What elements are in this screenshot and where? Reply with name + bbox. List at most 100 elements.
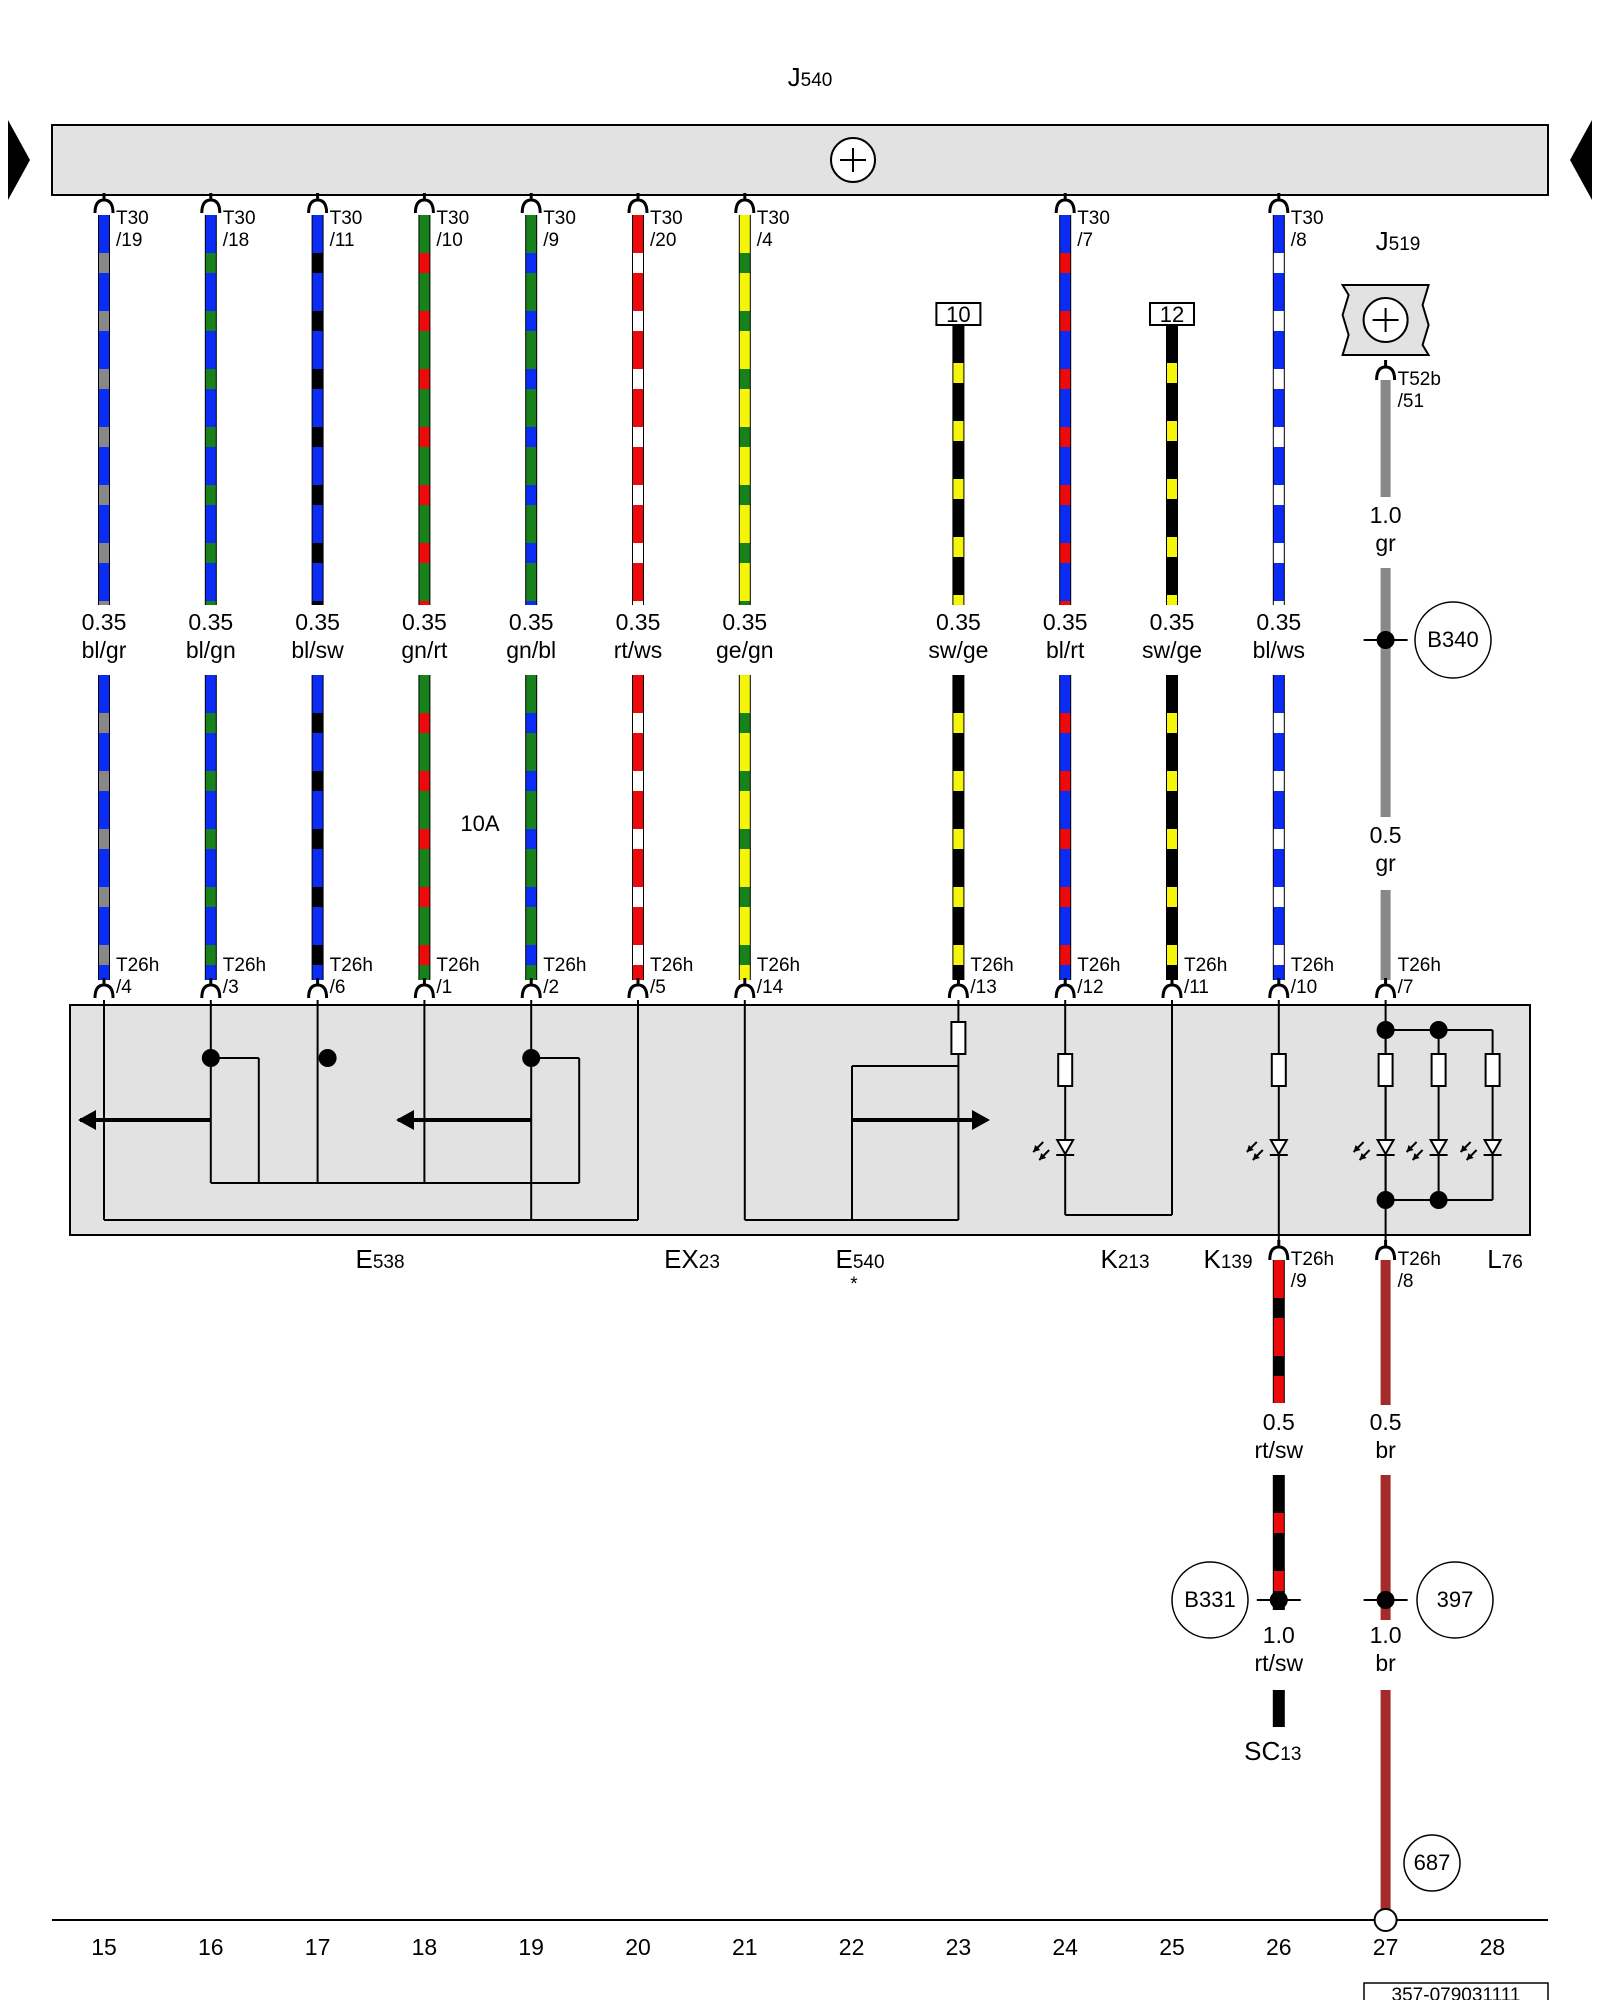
wire-col25-upper-segment — [1167, 557, 1177, 595]
wire-col16-upper-segment — [205, 505, 216, 543]
wire-col18-upper-segment — [419, 485, 430, 505]
wire-col16-bottom-connector-cup — [200, 983, 222, 999]
wire-col26-upper-segment — [1273, 311, 1284, 331]
wire-col15-lower-segment — [99, 675, 109, 713]
wire-col20-lower-segment — [633, 791, 643, 829]
l76-led-2-triangle — [1482, 1139, 1503, 1157]
wire-col17-lower — [311, 675, 324, 980]
wire-col18-bottom-connector — [413, 978, 435, 999]
wire-col16-lower-segment — [205, 829, 216, 849]
wire-col24-lower — [1059, 675, 1072, 980]
687-marker-text: 687 — [1414, 1850, 1451, 1875]
wire-col20-upper-segment — [633, 485, 643, 505]
module-j540-label: J540 — [788, 62, 833, 92]
wire-col21-top-connector-cup — [734, 198, 756, 214]
wire-col16-top-connector — [200, 193, 222, 214]
wire-col15-bottom-connector-cup — [93, 983, 115, 999]
wire-col25-upper-segment — [1167, 441, 1177, 479]
wire-col18-upper-segment — [419, 427, 430, 447]
out27-wire1 — [1380, 1260, 1391, 1405]
wire-col24-upper — [1059, 215, 1072, 605]
wire-col21-lower-segment — [739, 771, 750, 791]
wire-col20-lower-segment — [633, 713, 643, 733]
wire-col17-upper — [311, 215, 324, 605]
wire-col15-lower-segment — [99, 887, 109, 907]
wire-col15-lower-segment — [99, 945, 109, 965]
wire-col26-upper-segment — [1273, 563, 1284, 601]
component-label-0-main: E — [355, 1244, 372, 1274]
wire-col18-color: gn/rt — [401, 637, 448, 663]
column-number-27: 27 — [1373, 1934, 1399, 1960]
column-number-16: 16 — [198, 1934, 224, 1960]
wire-col23-lower-segment — [953, 791, 964, 829]
wire-col15-color: bl/gr — [82, 637, 127, 663]
column-number-28: 28 — [1480, 1934, 1506, 1960]
wire-col25-ref: 12 — [1160, 302, 1184, 327]
j540-bus-bar — [51, 124, 1549, 196]
ground-point-687 — [1373, 1908, 1398, 1932]
b340-marker-text: B340 — [1427, 627, 1478, 652]
wire-col18-bottom-pin: T26h — [436, 955, 479, 976]
wire-col26-lower-segment — [1273, 733, 1284, 771]
k213-led-arrow1 — [1033, 1145, 1041, 1152]
wire-col17-top-connector — [307, 193, 329, 214]
wire-col25-upper-segment — [1167, 421, 1177, 441]
wire-col26-lower-segment — [1273, 713, 1284, 733]
e538-node-0 — [201, 1049, 220, 1067]
wire-col21-lower — [738, 675, 751, 980]
wire-col19-lower-segment — [526, 887, 537, 907]
l76-resistor-0 — [1377, 1053, 1394, 1087]
wire-col21-upper-segment — [739, 389, 750, 427]
sc13-label-main: SC — [1244, 1736, 1280, 1766]
wire-col16-upper-segment — [205, 311, 216, 331]
wire-col19-upper-segment — [526, 311, 537, 331]
wire-col19-upper-segment — [526, 331, 537, 369]
wire-col26-lower-segment — [1273, 829, 1284, 849]
wire-col23-lower-segment — [953, 887, 964, 907]
col27-bottom-connector — [1375, 978, 1397, 999]
l76-led-0-triangle — [1375, 1139, 1396, 1157]
wire-col21-lower-segment — [739, 849, 750, 887]
component-label-3: K213 — [1100, 1244, 1149, 1274]
wire-col26-upper-segment — [1273, 485, 1284, 505]
wire-col18-upper-segment — [419, 311, 430, 331]
wire-col18-bottom-pin-no: /1 — [436, 977, 452, 998]
wire-col15-lower — [98, 675, 110, 980]
wire-col16-upper-segment — [205, 543, 216, 563]
module-j540-label-sub: 540 — [801, 70, 833, 91]
wire-col18-lower-segment — [419, 733, 430, 771]
wire-col21-bottom-pin: T26h — [757, 955, 800, 976]
column-number-15: 15 — [91, 1934, 117, 1960]
out27-pin: T26h — [1398, 1249, 1441, 1270]
wire-col19-lower — [525, 675, 538, 980]
col27-upper-wire — [1380, 380, 1391, 497]
out27-pin-no: /8 — [1398, 1271, 1414, 1292]
wire-col15-top-pin: T30 — [116, 208, 149, 229]
wire-col17-upper-segment — [312, 563, 323, 601]
wire-col19-upper — [525, 215, 538, 605]
wire-col15-top-connector — [93, 193, 115, 214]
wire-col17-upper-segment — [312, 485, 323, 505]
wire-col24-upper-segment — [1060, 389, 1071, 427]
l76-led-1 — [1405, 1139, 1449, 1161]
component-label-5-main: L — [1487, 1244, 1501, 1274]
wire-col20-upper-segment — [633, 215, 643, 253]
wire-col24-upper-segment — [1060, 447, 1071, 485]
wire-col17-lower-segment — [312, 733, 323, 771]
wire-col17-top-pin-no: /11 — [330, 230, 355, 251]
wire-col23-lower-segment — [953, 713, 964, 733]
module-j519-label: J519 — [1376, 226, 1421, 256]
l76-led-1-arrow1 — [1406, 1145, 1414, 1152]
col27-bottom-connector-cup — [1375, 983, 1397, 999]
wire-col25-upper-segment — [1167, 595, 1177, 605]
col27-lower-color: gr — [1375, 850, 1396, 876]
wire-col19-top-connector — [520, 193, 542, 214]
l76-node-top2 — [1429, 1021, 1448, 1039]
wire-col26-upper-segment — [1273, 273, 1284, 311]
component-label-3-sub: 213 — [1118, 1252, 1150, 1273]
k213-resistor — [1057, 1053, 1074, 1087]
wire-col16-upper-segment — [205, 389, 216, 427]
wire-col16-upper-segment — [205, 273, 216, 311]
wire-col19-lower-segment — [526, 849, 537, 887]
wire-col25-upper-segment — [1167, 537, 1177, 557]
